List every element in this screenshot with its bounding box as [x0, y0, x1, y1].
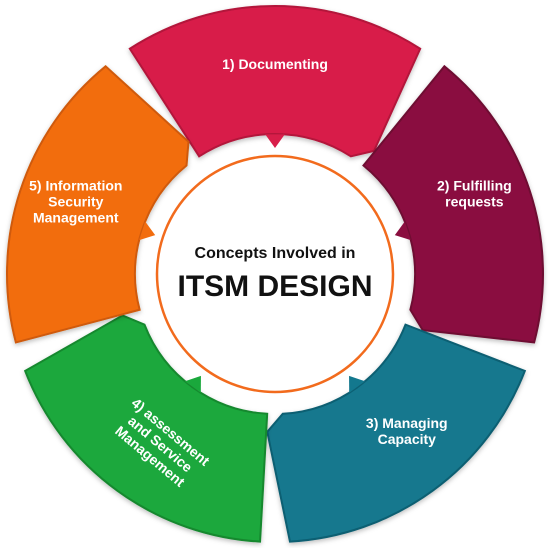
center-hub: Concepts Involved in ITSM DESIGN	[155, 154, 395, 394]
center-ring	[155, 154, 395, 394]
segment-5-shape	[6, 64, 190, 344]
segment-3-label-line: Capacity	[378, 431, 437, 447]
segment-2-label-line: 2) Fulfilling	[437, 177, 512, 193]
segment-1-shape	[128, 5, 422, 158]
segment-5-label-line: Security	[48, 193, 103, 209]
segment-3-pointer	[349, 375, 365, 393]
segment-5-label-line: Management	[33, 209, 119, 225]
segment-1-pointer	[265, 134, 285, 148]
center-title: ITSM DESIGN	[177, 270, 372, 303]
segment-2-label-line: requests	[445, 193, 504, 209]
segment-1: 1) Documenting	[128, 5, 422, 158]
segment-5-pointer	[139, 221, 156, 241]
segment-4-shape	[23, 314, 269, 543]
segment-1-label: 1) Documenting	[222, 56, 328, 72]
center-subtitle: Concepts Involved in	[195, 245, 356, 262]
segment-3-shape	[266, 323, 527, 543]
segment-1-label-line: 1) Documenting	[222, 56, 328, 72]
segment-3-label-line: 3) Managing	[366, 415, 448, 431]
segment-4: 4) assessmentand ServiceManagement	[23, 314, 269, 543]
segment-4-pointer	[185, 375, 201, 393]
segment-2-pointer	[394, 221, 411, 241]
segment-2-shape	[362, 64, 544, 344]
segment-5-label-line: 5) Information	[29, 177, 122, 193]
